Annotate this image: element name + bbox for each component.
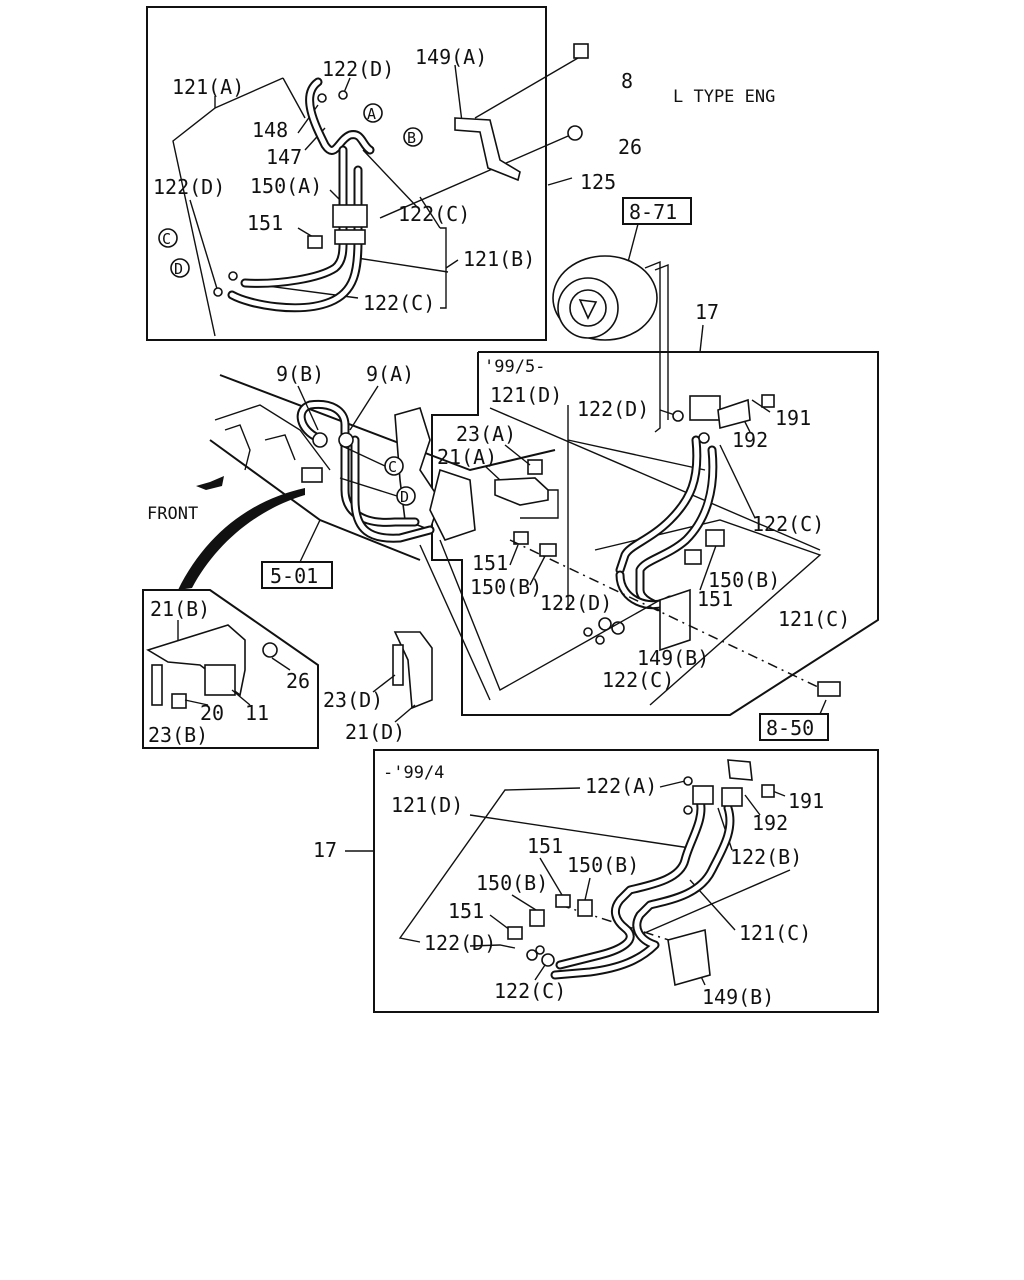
bolt-icon [817,681,841,697]
svg-text:D: D [174,260,183,278]
label-122d-left: 122(D) [153,175,225,199]
label-21d: 21(D) [345,720,405,744]
early-period-label: -'99/4 [383,763,444,783]
label-20: 20 [200,701,224,725]
label-147: 147 [266,145,302,169]
ref-circle-c [158,228,178,248]
label-151-engine: 151 [472,551,508,575]
label-149b-late: 149(B) [637,646,709,670]
late-period-panel: '99/5- 121(D) 122(D) 191 192 122(C) 150(… [431,351,879,716]
label-149b-early: 149(B) [702,985,774,1009]
label-122d-top: 122(D) [322,57,394,81]
label-121d-early: 121(D) [391,793,463,817]
ref-circle-a [363,103,383,123]
early-panel-frame [373,749,879,1013]
label-150a: 150(A) [250,174,322,198]
bolt-icon [507,926,523,940]
label-26: 26 [618,135,642,159]
svg-text:B: B [407,129,416,147]
top-panel: A B C D 121(A) 122(D) 149(A) 8 148 147 2… [146,6,642,341]
front-arrow-icon [196,476,224,490]
label-121d-late: 121(D) [490,383,562,407]
label-122c-bottom: 122(C) [363,291,435,315]
ref-circle-b [403,127,423,147]
label-150b-early-right: 150(B) [567,853,639,877]
label-122c-late: 122(C) [752,512,824,536]
label-122d-late: 122(D) [577,397,649,421]
ref-box-8-71 [622,197,692,225]
label-151-early-left: 151 [448,899,484,923]
ref-box-8-50 [759,713,829,741]
bolt-icon [307,235,323,249]
svg-text:D: D [400,488,409,506]
top-panel-frame [146,6,547,341]
label-122a: 122(A) [585,774,657,798]
label-122d-early: 122(D) [424,931,496,955]
label-122c-mid: 122(C) [398,202,470,226]
label-150b-engine: 150(B) [470,575,542,599]
label-121a: 121(A) [172,75,244,99]
bolt-icon [392,644,404,686]
inset-panel-frame [142,589,319,749]
label-23a: 23(A) [456,422,516,446]
label-21a: 21(A) [437,445,497,469]
label-125: 125 [580,170,616,194]
svg-text:A: A [367,105,376,123]
label-150b-late: 150(B) [708,568,780,592]
label-191-early: 191 [788,789,824,813]
inset-pointer [178,488,305,590]
svg-text:5-01: 5-01 [270,564,318,588]
label-8: 8 [621,69,633,93]
bolt-icon [171,693,187,709]
label-121c-late: 121(C) [778,607,850,631]
nut-icon [262,642,278,658]
svg-text:8-50: 8-50 [766,716,814,740]
bolt-icon [761,394,775,408]
bolt-icon [513,531,529,545]
label-149a: 149(A) [415,45,487,69]
bolt-icon [151,664,163,706]
bolt-icon [573,43,589,59]
label-151-early-top: 151 [527,834,563,858]
label-23b: 23(B) [148,723,208,747]
nut-icon [567,125,583,141]
inset-panel: 21(B) 26 20 11 23(B) [142,589,319,749]
svg-text:C: C [162,230,171,248]
label-148: 148 [252,118,288,142]
bolt-icon [761,784,775,798]
label-192-early: 192 [752,811,788,835]
svg-text:8-71: 8-71 [629,200,677,224]
label-9b: 9(B) [276,362,324,386]
label-121c-early: 121(C) [739,921,811,945]
bolt-icon [555,894,571,908]
label-17-bottom: 17 [313,838,337,862]
ref-circle-d [170,258,190,278]
bolt-icon [527,459,543,475]
late-period-label: '99/5- [484,357,545,377]
leader-121a [172,96,216,337]
engine-area: C D 9(B) 9(A) 23(A) 21(A) FRONT 5-01 151… [147,362,821,744]
front-label: FRONT [147,504,198,524]
label-122c-late-bottom: 122(C) [602,668,674,692]
label-21b: 21(B) [150,597,210,621]
compressor-area: 8-71 [552,197,692,433]
label-192-late: 192 [732,428,768,452]
label-122c-early: 122(C) [494,979,566,1003]
label-122b: 122(B) [730,845,802,869]
early-period-panel: -'99/4 17 122(A) 191 121(D) 192 122(B) 1… [313,749,879,1013]
label-26-inset: 26 [286,669,310,693]
label-122d-engine: 122(D) [540,591,612,615]
label-121b: 121(B) [463,247,535,271]
label-151: 151 [247,211,283,235]
label-9a: 9(A) [366,362,414,386]
label-150b-early-left: 150(B) [476,871,548,895]
label-191-late: 191 [775,406,811,430]
svg-text:C: C [388,458,397,476]
engine-type-note: L TYPE ENG [673,87,775,107]
ref-box-5-01 [261,561,333,589]
label-17-top: 17 [695,300,719,324]
label-151-late: 151 [697,587,733,611]
bolt-icon [684,549,702,565]
